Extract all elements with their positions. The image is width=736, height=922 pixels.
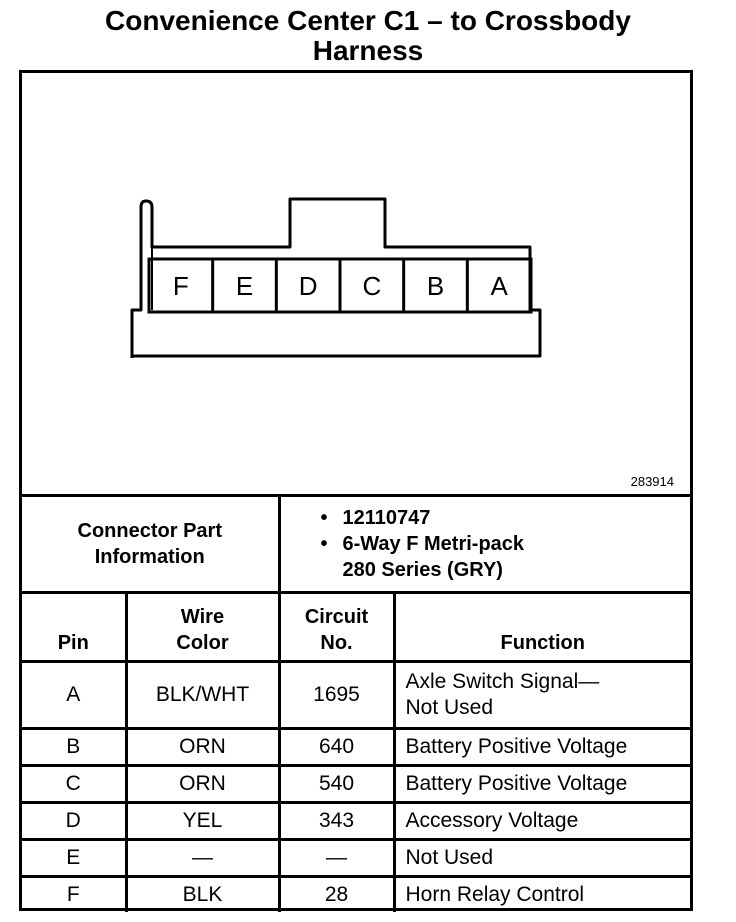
connector-pinout-table: Connector Part Information • 12110747 • … [22,494,690,912]
table-row: E — — Not Used [22,838,690,878]
wire-color-cell: ORN [124,727,281,767]
table-row: F BLK 28 Horn Relay Control [22,875,690,912]
figure-id: 283914 [630,474,674,489]
connector-info-values: • 12110747 • 6-Way F Metri-pack 280 Seri… [277,494,691,594]
page-title-continued: Harness [312,35,424,66]
part-number: 12110747 [342,507,431,529]
connector-info-label: Connector Part Information [22,494,281,594]
header-function: Function [392,591,690,663]
bullet: • [320,507,328,529]
function-cell: Battery Positive Voltage [392,764,690,804]
pin-cell: D [22,801,128,841]
bullet: • [320,533,328,555]
circuit-cell: — [277,838,396,878]
connector-info-label-line2: Information [94,546,205,568]
connector-housing-outline [130,197,542,358]
table-row: B ORN 640 Battery Positive Voltage [22,727,690,767]
cavity-label-c: C [362,271,381,301]
pin-cell: C [22,764,128,804]
connector-info-label-line1: Connector Part [77,520,222,542]
connector-description-line1: 6-Way F Metri-pack [342,533,525,555]
wire-color-cell: BLK/WHT [124,660,281,730]
connector-description-line2: 280 Series (GRY) [342,559,503,581]
wire-color-cell: ORN [124,764,281,804]
circuit-cell: 540 [277,764,396,804]
cavity-label-d: D [299,271,318,301]
cavity-label-b: B [427,271,444,301]
cavity-label-a: A [490,271,508,301]
pin-cell: F [22,875,128,912]
table-row: A BLK/WHT 1695 Axle Switch Signal— Not U… [22,660,690,730]
circuit-cell: 1695 [277,660,396,730]
part-number-item: • 12110747 [321,505,691,531]
pin-cell: A [22,660,128,730]
cavity-label-f: F [173,271,189,301]
pin-cell: B [22,727,128,767]
header-pin: Pin [22,591,128,663]
function-cell: Accessory Voltage [392,801,690,841]
wire-color-cell: BLK [124,875,281,912]
connector-diagram: F E D C B A 283914 [22,73,690,493]
circuit-cell: 28 [277,875,396,912]
table-row: C ORN 540 Battery Positive Voltage [22,764,690,804]
wire-color-cell: — [124,838,281,878]
function-cell: Battery Positive Voltage [392,727,690,767]
pin-cell: E [22,838,128,878]
table-row: D YEL 343 Accessory Voltage [22,801,690,841]
function-cell: Horn Relay Control [392,875,690,912]
connector-info-row: Connector Part Information • 12110747 • … [22,494,691,594]
wire-color-cell: YEL [124,801,281,841]
description-item: • 6-Way F Metri-pack [321,531,691,557]
table-header-row: Pin Wire Color Circuit No. Function [22,591,690,663]
cavity-label-e: E [236,271,253,301]
circuit-cell: 640 [277,727,396,767]
function-cell: Axle Switch Signal— Not Used [392,660,690,730]
function-cell: Not Used [392,838,690,878]
circuit-cell: 343 [277,801,396,841]
header-circuit: Circuit No. [277,591,396,663]
header-wire-color: Wire Color [124,591,281,663]
page-title: Convenience Center C1 – to Crossbody [105,5,631,36]
